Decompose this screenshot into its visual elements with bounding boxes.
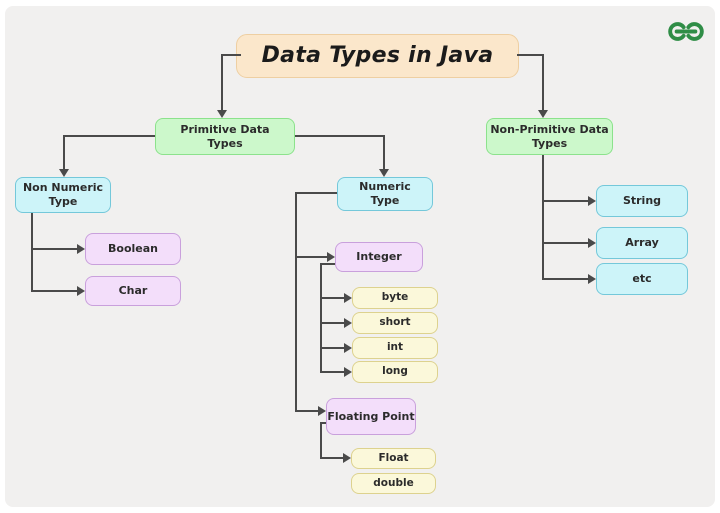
connector-line — [31, 248, 77, 250]
node-double: double — [351, 473, 436, 494]
connector-line — [295, 256, 327, 258]
arrowhead-right — [344, 293, 352, 303]
node-boolean: Boolean — [85, 233, 181, 265]
connector-line — [542, 54, 544, 110]
arrowhead-right — [318, 406, 326, 416]
connector-line — [221, 54, 223, 110]
arrowhead-right — [77, 244, 85, 254]
node-char: Char — [85, 276, 181, 306]
arrowhead-right — [344, 367, 352, 377]
arrowhead-right — [588, 238, 596, 248]
connector-line — [383, 135, 385, 169]
diagram-title: Data Types in Java — [236, 34, 519, 78]
node-primitive-data-types: Primitive Data Types — [155, 118, 295, 155]
arrowhead-right — [327, 252, 335, 262]
connector-line — [320, 263, 322, 373]
connector-line — [542, 242, 588, 244]
geeksforgeeks-logo-icon — [659, 14, 713, 48]
connector-line — [320, 297, 344, 299]
node-int: int — [352, 337, 438, 359]
node-short: short — [352, 312, 438, 334]
connector-line — [320, 422, 322, 459]
connector-line — [320, 322, 344, 324]
connector-line — [542, 278, 588, 280]
connector-line — [31, 213, 33, 292]
connector-line — [63, 135, 155, 137]
connector-line — [320, 371, 344, 373]
connector-line — [542, 155, 544, 279]
arrowhead-down — [59, 169, 69, 177]
arrowhead-right — [588, 196, 596, 206]
connector-line — [542, 200, 588, 202]
connector-line — [320, 347, 344, 349]
node-floating-point: Floating Point — [326, 398, 416, 435]
connector-line — [31, 290, 77, 292]
arrowhead-right — [77, 286, 85, 296]
node-array: Array — [596, 227, 688, 259]
connector-line — [320, 457, 343, 459]
arrowhead-down — [538, 110, 548, 118]
node-etc: etc — [596, 263, 688, 295]
node-float: Float — [351, 448, 436, 469]
node-non-numeric-type: Non Numeric Type — [15, 177, 111, 213]
node-byte: byte — [352, 287, 438, 309]
arrowhead-right — [343, 453, 351, 463]
arrowhead-right — [344, 318, 352, 328]
connector-line — [320, 422, 326, 424]
node-integer: Integer — [335, 242, 423, 272]
connector-line — [295, 192, 337, 194]
node-non-primitive-data-types: Non-Primitive Data Types — [486, 118, 613, 155]
connector-line — [221, 54, 241, 56]
connector-line — [320, 263, 335, 265]
connector-line — [295, 410, 318, 412]
connector-line — [295, 192, 297, 412]
node-string: String — [596, 185, 688, 217]
arrowhead-down — [217, 110, 227, 118]
diagram-canvas: Data Types in Java Primitive Data Types … — [5, 6, 715, 507]
arrowhead-down — [379, 169, 389, 177]
arrowhead-right — [344, 343, 352, 353]
connector-line — [295, 135, 383, 137]
node-long: long — [352, 361, 438, 383]
connector-line — [517, 54, 542, 56]
arrowhead-right — [588, 274, 596, 284]
connector-line — [63, 135, 65, 169]
node-numeric-type: Numeric Type — [337, 177, 433, 211]
